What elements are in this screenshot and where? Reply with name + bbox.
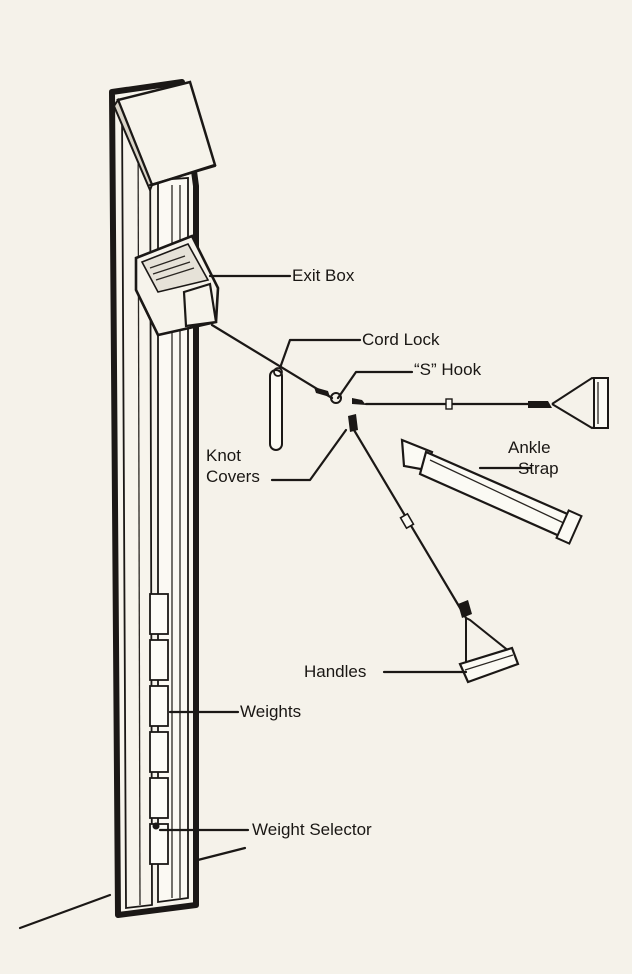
weights-label: Weights [240, 702, 302, 721]
handle-cable [348, 414, 472, 620]
knot-covers-label-line1: Knot [206, 446, 241, 465]
exit-box-label: Exit Box [292, 266, 355, 285]
s-hook-leader [336, 370, 414, 400]
s-hook [314, 387, 366, 405]
top-housing [112, 80, 217, 193]
ankle-strap [400, 438, 583, 545]
weight-selector-label: Weight Selector [252, 820, 372, 839]
ankle-strap-label-line2: Strap [518, 459, 559, 478]
main-cable [210, 323, 334, 400]
handles-label: Handles [304, 662, 367, 681]
triangle-handle [551, 376, 609, 430]
floor-line-left [18, 893, 112, 930]
knot-covers-leader [270, 428, 348, 482]
knot-covers-label-line2: Covers [206, 467, 260, 486]
lower-handle [458, 616, 520, 684]
exit-box [134, 234, 220, 337]
cord-lock [269, 367, 283, 451]
floor-line-right [188, 846, 247, 864]
cord-lock-leader [278, 338, 362, 370]
weight-stack [149, 593, 169, 865]
s-hook-label: “S” Hook [414, 360, 482, 379]
cord-lock-label: Cord Lock [362, 330, 440, 349]
ankle-strap-label-line1: Ankle [508, 438, 551, 457]
